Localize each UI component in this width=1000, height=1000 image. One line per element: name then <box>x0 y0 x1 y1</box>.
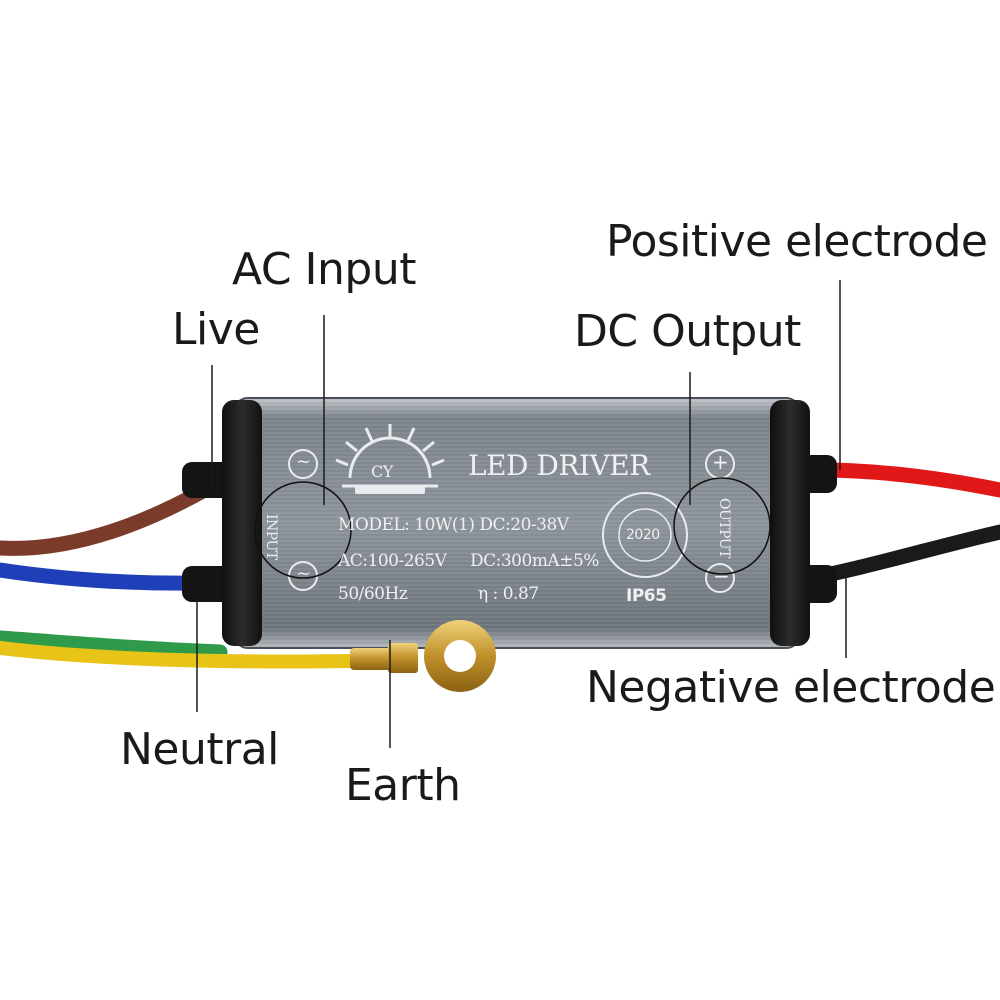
endcap-right <box>770 400 810 646</box>
callout-neutral: Neutral <box>120 724 279 775</box>
frequency-text: 50/60Hz <box>338 584 408 604</box>
callout-earth: Earth <box>345 760 461 811</box>
plus-symbol: + <box>712 450 729 474</box>
year-text: 2020 <box>626 527 660 543</box>
input-symbol-top <box>288 449 318 479</box>
driver-title: LED DRIVER <box>468 449 650 482</box>
input-symbol-top-glyph: ~ <box>296 451 311 472</box>
endcap-left <box>222 400 262 646</box>
ip-rating-text: IP65 <box>626 586 667 606</box>
callout-live: Live <box>172 304 260 355</box>
brand-logo <box>335 424 445 494</box>
efficiency-text: η : 0.87 <box>478 584 539 604</box>
callout-dc-output: DC Output <box>574 306 801 357</box>
callout-negative-electrode: Negative electrode <box>586 662 996 713</box>
input-port-label: INPUT <box>263 514 279 560</box>
output-port-label: OUTPUT <box>716 498 732 558</box>
minus-symbol: − <box>713 564 730 588</box>
wire-yellow-earth <box>0 641 402 669</box>
dc-rating-text: DC:300mA±5% <box>470 551 599 571</box>
model-text: MODEL: 10W(1) DC:20-38V <box>338 515 569 535</box>
wire-green-earth <box>0 630 228 660</box>
dc-output-highlight <box>673 477 771 575</box>
callout-ac-input: AC Input <box>232 244 416 295</box>
earth-ring-terminal <box>350 620 496 692</box>
input-symbol-bottom-glyph: ~ <box>296 563 311 584</box>
ac-input-highlight <box>254 481 352 579</box>
ac-rating-text: AC:100-265V <box>338 551 447 571</box>
date-code-dial <box>602 492 688 578</box>
driver-housing <box>233 397 801 649</box>
output-minus-ring <box>705 563 735 593</box>
leader-lines <box>196 280 847 748</box>
callout-positive-electrode: Positive electrode <box>606 216 988 267</box>
brand-text: CY <box>371 462 393 481</box>
